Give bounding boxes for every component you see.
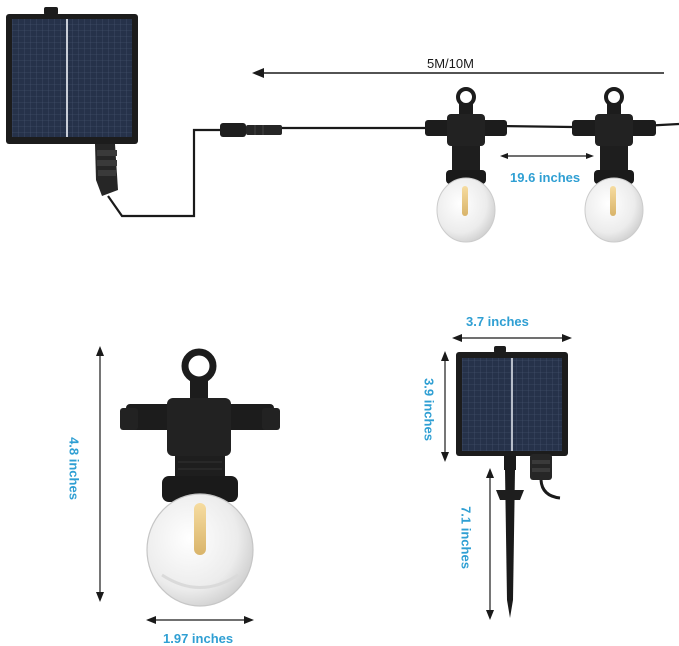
bulb-height-dimension-line: [96, 346, 104, 602]
panel-height-dimension-line: [441, 351, 449, 462]
top-cable: [107, 122, 679, 218]
spacing-dimension-line: [500, 153, 594, 159]
panel-height-label: 3.9 inches: [421, 378, 437, 441]
length-dimension-line: [252, 68, 664, 78]
bulb-height-label: 4.8 inches: [66, 437, 82, 500]
string-length-label: 5M/10M: [427, 56, 474, 71]
top-cable-connector: [220, 123, 282, 137]
stake-length-dimension-line: [486, 468, 494, 620]
top-bulb-2: [572, 87, 656, 243]
top-bulb-1: [425, 87, 507, 243]
bulb-spacing-label: 19.6 inches: [510, 170, 581, 185]
stake-length-label: 7.1 inches: [458, 506, 474, 569]
large-bulb: [120, 348, 280, 607]
panel-width-dimension-line: [452, 334, 572, 342]
stake-solar-panel: [456, 346, 568, 500]
top-solar-panel: [6, 7, 138, 196]
bulb-width-dimension-line: [146, 616, 254, 624]
ground-stake: [496, 456, 524, 618]
bulb-width-label: 1.97 inches: [163, 631, 234, 646]
panel-width-label: 3.7 inches: [466, 314, 529, 329]
